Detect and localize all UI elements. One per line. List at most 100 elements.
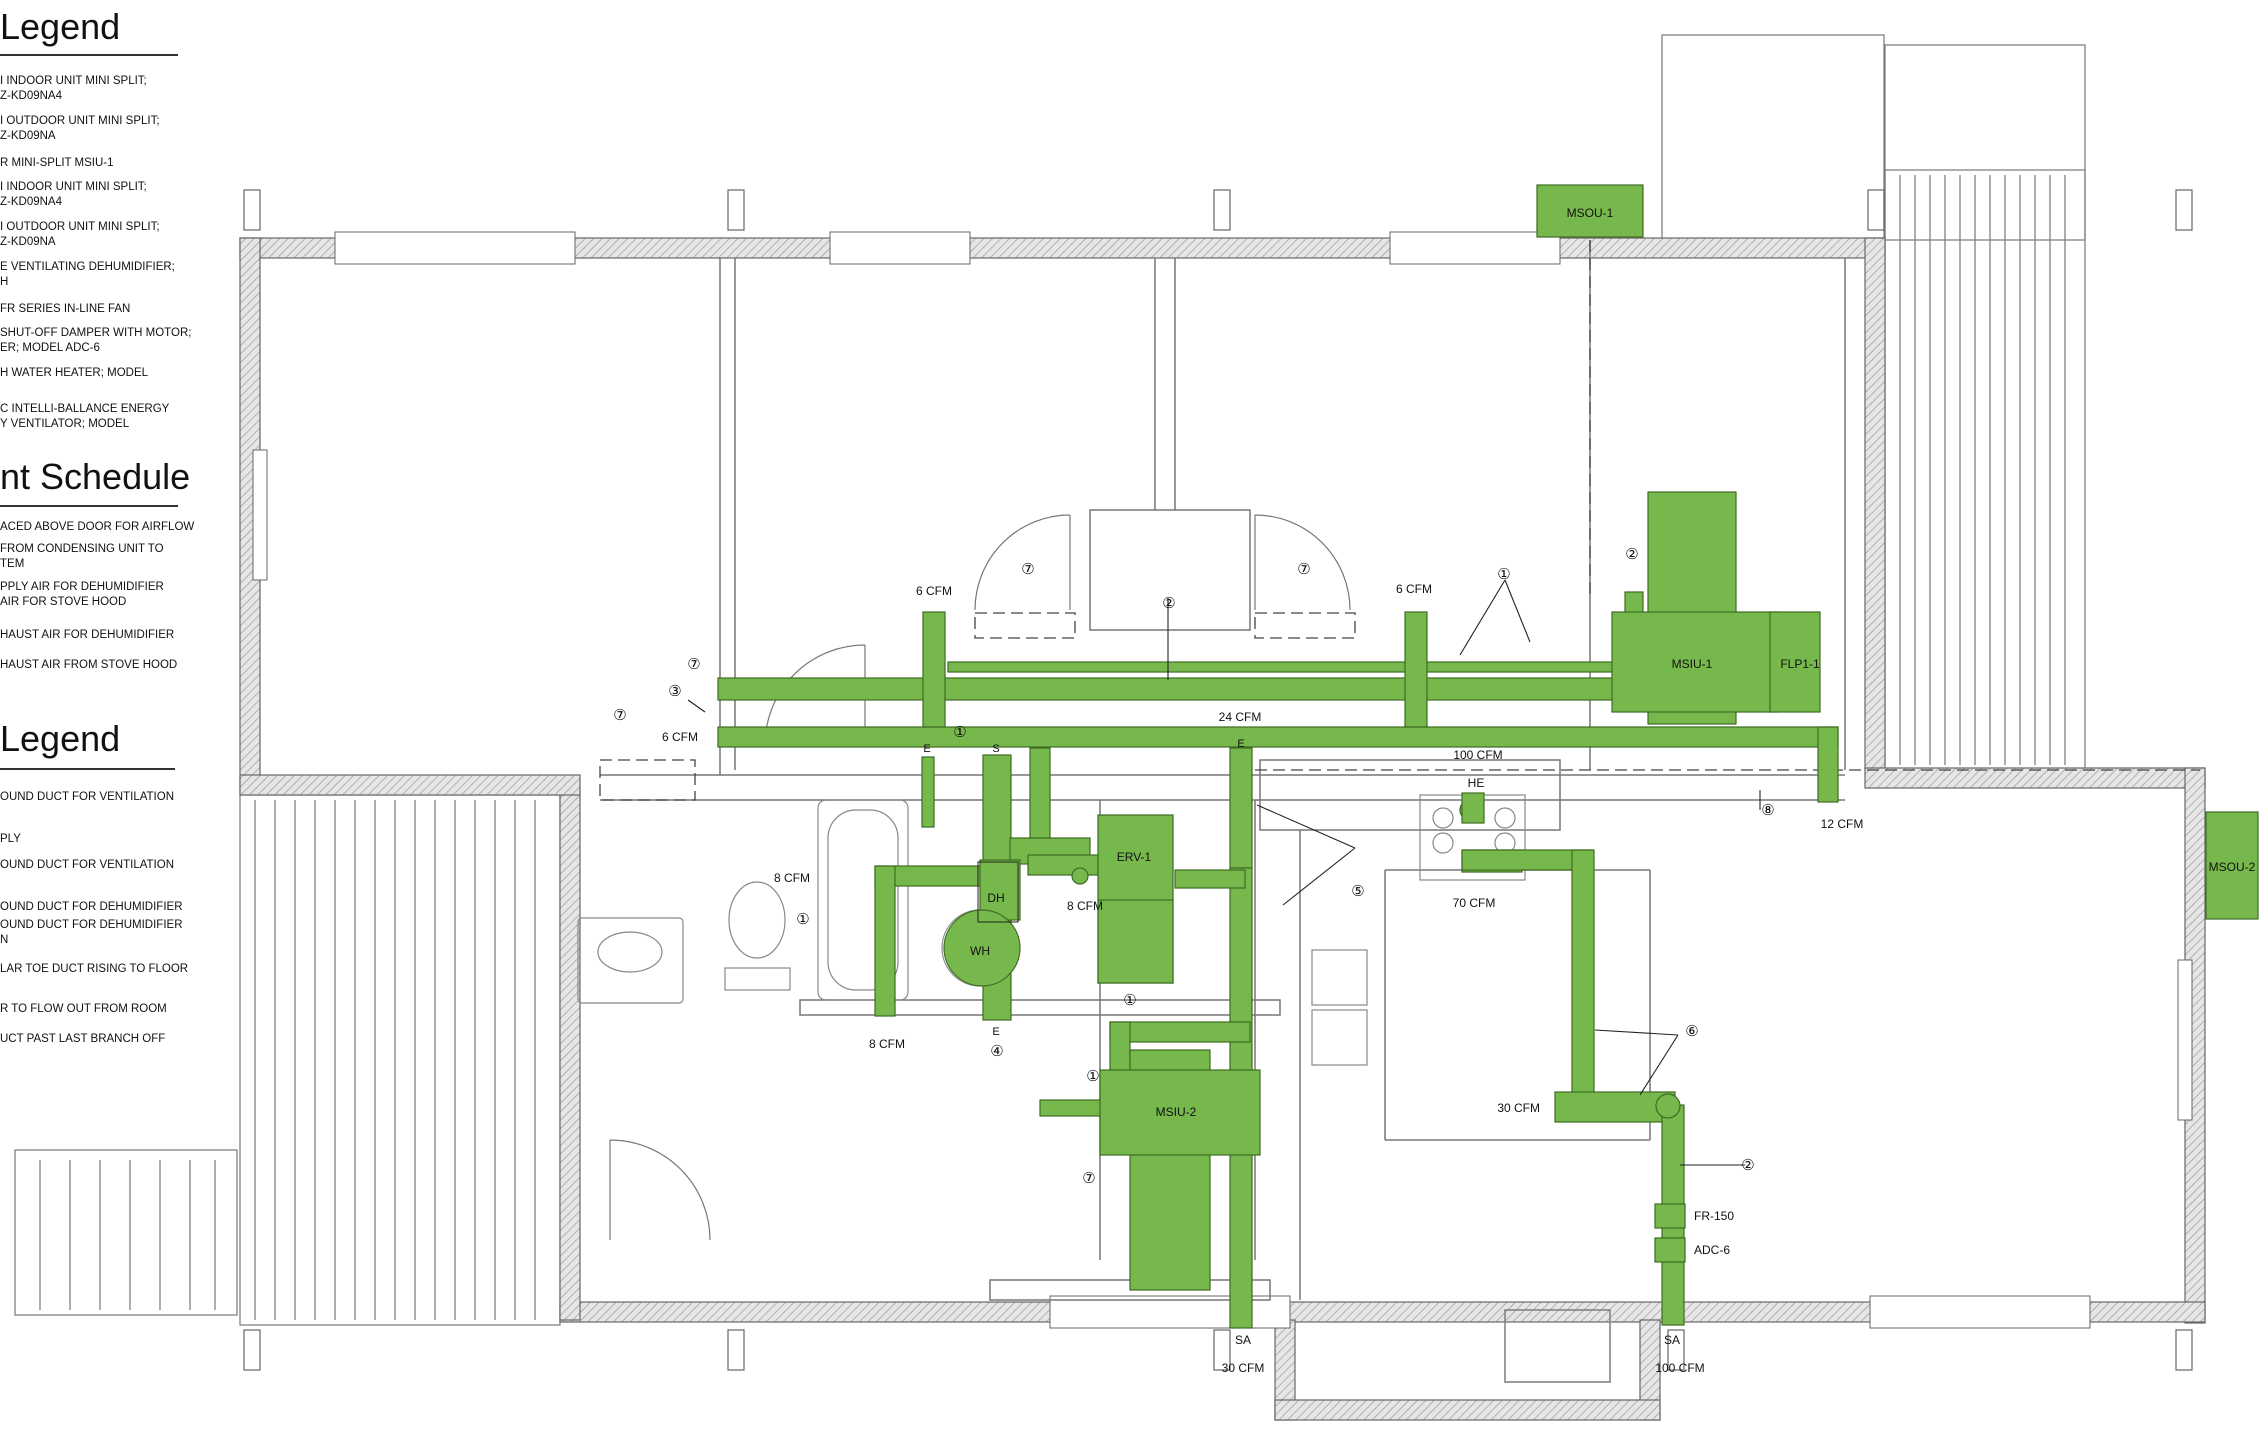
- cfm-label: 100 CFM: [1453, 748, 1502, 762]
- fitting-dh-erv: [1071, 867, 1089, 885]
- callout-marker: ②: [1741, 1157, 1754, 1174]
- callout-marker: ②: [1162, 595, 1175, 612]
- duct-erv-side-left: [1029, 747, 1051, 839]
- legend-item: R TO FLOW OUT FROM ROOM: [0, 1003, 167, 1015]
- e-label: E: [923, 743, 930, 755]
- label-he: HE: [1468, 776, 1485, 790]
- callout-marker: ①: [1086, 1068, 1099, 1085]
- legend-item: SHUT-OFF DAMPER WITH MOTOR; ER; MODEL AD…: [0, 327, 192, 354]
- legend-item: I INDOOR UNIT MINI SPLIT; Z-KD09NA4: [0, 75, 147, 102]
- legend-item: LAR TOE DUCT RISING TO FLOOR: [0, 963, 189, 975]
- cfm-label: 100 CFM: [1655, 1361, 1704, 1375]
- column-markers: [243, 189, 2193, 1371]
- label-flp1: FLP1-1: [1780, 657, 1820, 671]
- legend-section-rule: [0, 54, 178, 56]
- duct-branch-6cfm-right: [1404, 611, 1428, 728]
- msiu2-face: [1099, 1069, 1261, 1156]
- callout-marker: ⑥: [1685, 1023, 1698, 1040]
- callout-marker: ②: [1625, 546, 1638, 563]
- wh-tank: [943, 909, 1021, 987]
- label-msou2: MSOU-2: [2209, 860, 2256, 874]
- callout-marker: ①: [1497, 566, 1510, 583]
- callout-marker: ⑦: [613, 707, 626, 724]
- label-erv1: ERV-1: [1117, 850, 1152, 864]
- duct-main-upper: [717, 677, 1629, 701]
- legend-item: R MINI-SPLIT MSIU-1: [0, 157, 114, 169]
- cfm-label: 6 CFM: [662, 730, 698, 744]
- duct-return-right: [1817, 726, 1839, 803]
- e-label: E: [992, 1026, 999, 1038]
- legend-item: OUND DUCT FOR DEHUMIDIFIER: [0, 901, 183, 913]
- duct-branch-6cfm-left: [922, 611, 946, 728]
- sa-label: SA: [1664, 1333, 1680, 1347]
- legend-item: OUND DUCT FOR VENTILATION: [0, 791, 174, 803]
- label-wh: WH: [970, 944, 990, 958]
- legend-item: FROM CONDENSING UNIT TO TEM: [0, 543, 164, 570]
- legend-item: PLY: [0, 833, 21, 845]
- callout-marker: ④: [990, 1043, 1003, 1060]
- legend-section-title: Legend: [0, 6, 121, 47]
- sa-label: SA: [1235, 1333, 1251, 1347]
- legend-section-rule: [0, 505, 178, 507]
- legend-item: HAUST AIR FOR DEHUMIDIFIER: [0, 629, 175, 641]
- callout-marker: ⑧: [1761, 802, 1774, 819]
- legend-item: OUND DUCT FOR VENTILATION: [0, 859, 174, 871]
- legend-item: C INTELLI-BALLANCE ENERGY Y VENTILATOR; …: [0, 403, 170, 430]
- msou1-unit: [1536, 184, 1644, 238]
- dh-outline: [977, 861, 1019, 923]
- legend-item: E VENTILATING DEHUMIDIFIER; H: [0, 261, 175, 288]
- label-dh: DH: [987, 891, 1004, 905]
- legend-section-title: Legend: [0, 718, 121, 759]
- fixtures: [577, 794, 1611, 1383]
- cfm-label: 8 CFM: [869, 1037, 905, 1051]
- callout-marker: ⑤: [1351, 883, 1364, 900]
- erv1-unit-lower: [1097, 899, 1174, 984]
- fr150-unit: [1654, 1203, 1686, 1229]
- callout-marker: ⑦: [1021, 561, 1034, 578]
- cfm-label: 30 CFM: [1222, 1361, 1265, 1375]
- duct-msiu2-feed-top: [1109, 1021, 1251, 1043]
- he-unit: [1461, 792, 1485, 824]
- cfm-label: 6 CFM: [1396, 582, 1432, 596]
- duct-erv-to-e3: [1174, 869, 1246, 889]
- legend-item: I INDOOR UNIT MINI SPLIT; Z-KD09NA4: [0, 181, 147, 208]
- cfm-label: 6 CFM: [916, 584, 952, 598]
- dashed-lines: [599, 240, 2200, 801]
- msiu1-flp: [1769, 611, 1821, 713]
- callout-marker: ⑦: [687, 656, 700, 673]
- cfm-label: 24 CFM: [1219, 710, 1262, 724]
- callout-marker: ⑦: [1082, 1170, 1095, 1187]
- e-label: E: [1237, 738, 1244, 750]
- legend-item: I OUTDOOR UNIT MINI SPLIT; Z-KD09NA: [0, 221, 160, 248]
- label-msou1: MSOU-1: [1567, 206, 1614, 220]
- duct-right-riser: [1571, 849, 1595, 1121]
- duct-branch-8cfm-down: [874, 865, 896, 1017]
- legend-item: H WATER HEATER; MODEL: [0, 367, 149, 379]
- msiu1-face: [1611, 611, 1779, 713]
- legend-item: FR SERIES IN-LINE FAN: [0, 303, 131, 315]
- legend-item: I OUTDOOR UNIT MINI SPLIT; Z-KD09NA: [0, 115, 160, 142]
- duct-network: [717, 184, 2259, 1329]
- duct-drop-e-left: [921, 756, 935, 828]
- callout-marker: ①: [1123, 992, 1136, 1009]
- cfm-label: 12 CFM: [1821, 817, 1864, 831]
- label-msiu2: MSIU-2: [1156, 1105, 1197, 1119]
- msou2-unit: [2205, 811, 2259, 920]
- label-msiu1: MSIU-1: [1672, 657, 1713, 671]
- leader-lines: [687, 579, 1761, 1166]
- cfm-label: 30 CFM: [1497, 1101, 1540, 1115]
- label-adc6: ADC-6: [1694, 1243, 1730, 1257]
- legend-item: HAUST AIR FROM STOVE HOOD: [0, 659, 178, 671]
- exterior-walls: [239, 237, 2206, 1421]
- s-label: S: [992, 743, 999, 755]
- legend-item: ACED ABOVE DOOR FOR AIRFLOW: [0, 521, 195, 533]
- callout-marker: ①: [953, 724, 966, 741]
- duct-main-upper-2: [947, 661, 1629, 673]
- deck-structures: [14, 34, 2086, 1326]
- callout-marker: ①: [796, 911, 809, 928]
- legend-section-rule: [0, 768, 175, 770]
- duct-erv-supply-e: [1229, 747, 1253, 869]
- fitting-elbow-right: [1655, 1093, 1681, 1119]
